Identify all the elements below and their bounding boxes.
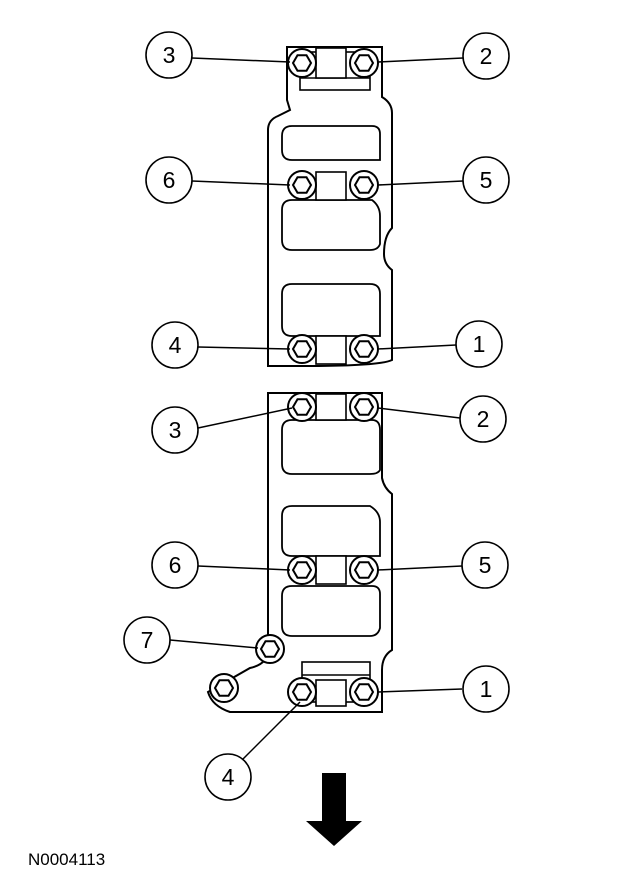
- callout-bottom-4: 4: [204, 753, 252, 801]
- bolt-icon: [209, 673, 239, 703]
- down-arrow-icon: [306, 773, 362, 846]
- bolt-icon: [287, 48, 317, 78]
- figure-id: N0004113: [28, 850, 106, 869]
- bolt-icon: [287, 677, 317, 707]
- bolt-icon: [349, 555, 379, 585]
- bolt-icon: [349, 392, 379, 422]
- callout-bottom-3: 3: [151, 406, 199, 454]
- callout-label: 7: [141, 627, 154, 653]
- bolt-icon: [287, 392, 317, 422]
- callout-label: 3: [163, 42, 176, 68]
- bolt-icon: [349, 677, 379, 707]
- lower-bracket-outline: [206, 392, 393, 713]
- callout-label: 2: [477, 406, 490, 432]
- bolt-icon: [255, 634, 285, 664]
- callout-label: 6: [163, 167, 176, 193]
- callout-top-5: 5: [462, 156, 510, 204]
- callout-top-2: 2: [462, 32, 510, 80]
- callout-label: 2: [480, 43, 493, 69]
- callout-bottom-6: 6: [151, 541, 199, 589]
- callout-top-3: 3: [145, 31, 193, 79]
- callout-bottom-5: 5: [461, 541, 509, 589]
- bolt-icon: [287, 334, 317, 364]
- callout-label: 6: [169, 552, 182, 578]
- callout-label: 1: [480, 676, 493, 702]
- leader-lines: [169, 57, 464, 761]
- callout-top-6: 6: [145, 156, 193, 204]
- callout-bottom-2: 2: [459, 395, 507, 443]
- callout-top-4: 4: [151, 321, 199, 369]
- bolt-icon: [349, 334, 379, 364]
- callout-label: 1: [473, 331, 486, 357]
- callout-label: 5: [479, 552, 492, 578]
- bolt-icon: [287, 555, 317, 585]
- bolt-icon: [349, 170, 379, 200]
- callout-label: 5: [480, 167, 493, 193]
- callout-label: 4: [169, 332, 182, 358]
- callout-label: 4: [222, 764, 235, 790]
- callout-bottom-1: 1: [462, 665, 510, 713]
- upper-bracket-outline: [267, 46, 393, 367]
- bolt-icon: [349, 48, 379, 78]
- callout-label: 3: [169, 417, 182, 443]
- bolt-icon: [287, 170, 317, 200]
- callout-top-1: 1: [455, 320, 503, 368]
- callout-bottom-7: 7: [123, 616, 171, 664]
